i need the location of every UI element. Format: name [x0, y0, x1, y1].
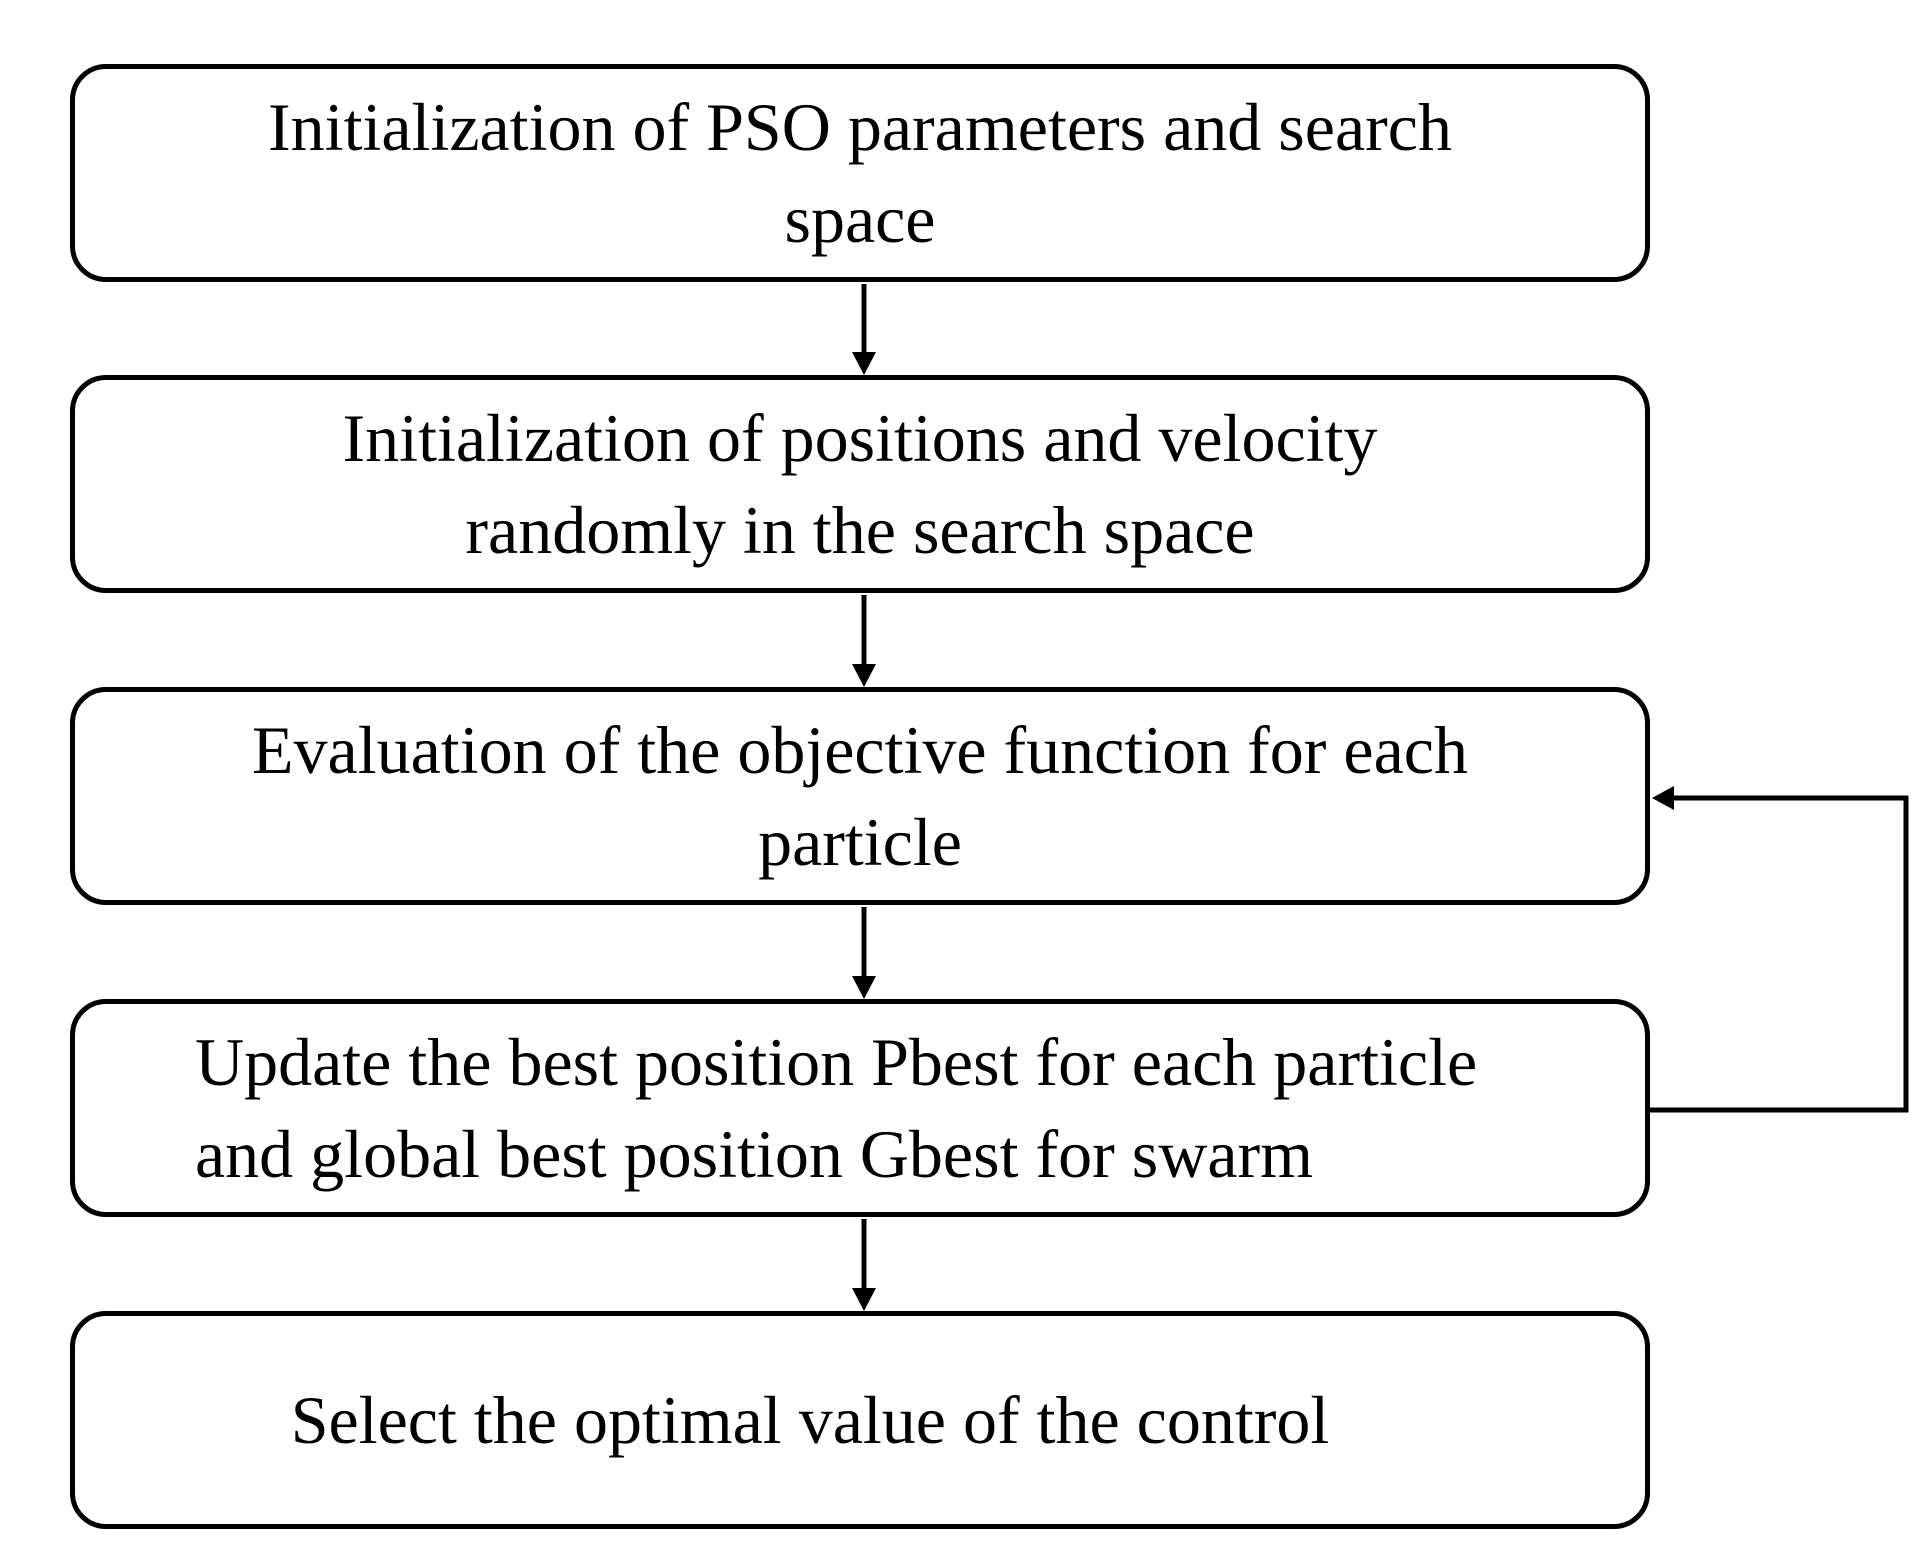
step-update-best-box: Update the best position Pbest for each … — [70, 999, 1650, 1217]
arrowhead-step4-to-step5 — [852, 1288, 876, 1311]
arrowhead-step3-to-step4 — [852, 976, 876, 999]
arrowhead-step2-to-step3 — [852, 664, 876, 687]
loop-arrowhead-step4-to-step3 — [1652, 786, 1674, 810]
loop-arrow-step4-to-step3 — [1650, 795, 1909, 1113]
step-evaluate-label: Evaluation of the objective function for… — [252, 712, 1468, 880]
arrowhead-step1-to-step2 — [852, 352, 876, 375]
step-init-params-box: Initialization of PSO parameters and sea… — [70, 64, 1650, 282]
step-init-positions-label: Initialization of positions and velocity… — [342, 400, 1378, 568]
step-select-optimal-label: Select the optimal value of the control — [290, 1382, 1330, 1458]
step-select-optimal-box: Select the optimal value of the control — [70, 1311, 1650, 1529]
step-update-best-label: Update the best position Pbest for each … — [195, 1024, 1478, 1192]
step-evaluate-box: Evaluation of the objective function for… — [70, 687, 1650, 905]
step-init-params-label: Initialization of PSO parameters and sea… — [268, 89, 1452, 257]
step-init-positions-box: Initialization of positions and velocity… — [70, 375, 1650, 593]
